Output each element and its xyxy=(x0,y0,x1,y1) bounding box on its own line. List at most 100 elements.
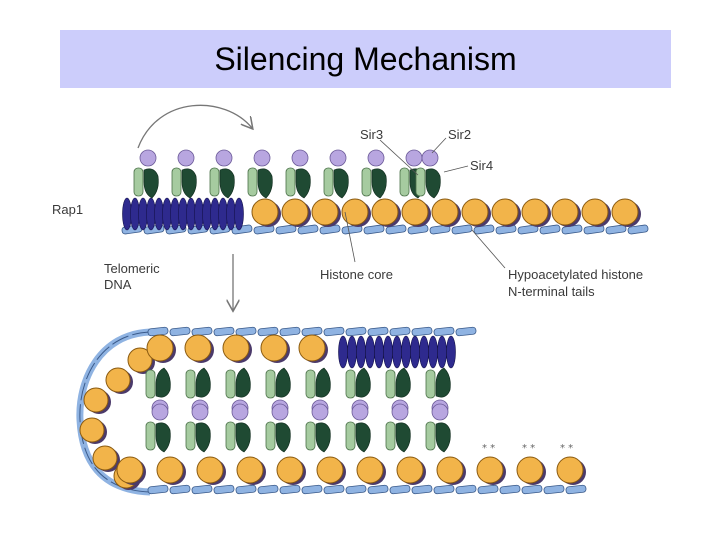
sir3-protein xyxy=(405,149,423,167)
dna-segment xyxy=(433,484,455,495)
dna-segment xyxy=(301,484,323,495)
dna-segment xyxy=(297,224,319,235)
histone-core xyxy=(260,334,288,362)
telomeric-dna-label-line1: Telomeric xyxy=(104,261,160,276)
acetylation-marks: * ** ** * xyxy=(482,443,573,454)
histone-core xyxy=(146,334,174,362)
sir-complex-row-top xyxy=(133,149,441,199)
curved-arrow-icon xyxy=(137,104,252,149)
histone-core xyxy=(92,445,118,471)
histone-core-label: Histone core xyxy=(320,267,393,282)
rap1-protein xyxy=(186,197,196,231)
sir3-protein xyxy=(191,403,209,421)
sir2-protein xyxy=(133,167,144,197)
sir4-protein xyxy=(257,168,273,199)
rap1-protein xyxy=(170,197,180,231)
dna-segment xyxy=(257,326,279,337)
dna-segment xyxy=(169,326,191,337)
sir-complex-rows-bottom xyxy=(145,367,451,453)
dna-segment xyxy=(345,326,367,337)
rap1-protein xyxy=(410,335,420,369)
dna-segment xyxy=(433,326,455,337)
sir2-protein xyxy=(265,369,276,399)
dna-segment xyxy=(473,224,495,235)
histone-core xyxy=(401,198,429,226)
histone-core xyxy=(551,198,579,226)
sir3-protein xyxy=(271,403,289,421)
histone-core xyxy=(556,456,584,484)
histone-core xyxy=(298,334,326,362)
sir4-protein xyxy=(143,168,159,199)
dna-segment xyxy=(565,484,587,495)
sir2-protein xyxy=(323,167,334,197)
sir2-protein xyxy=(425,369,436,399)
sir3-protein xyxy=(215,149,233,167)
dna-segment xyxy=(411,484,433,495)
sir2-protein xyxy=(209,167,220,197)
sir3-protein xyxy=(391,403,409,421)
sir2-protein xyxy=(425,421,436,451)
sir4-label: Sir4 xyxy=(470,158,493,173)
histone-core xyxy=(491,198,519,226)
rap1-protein xyxy=(419,335,429,369)
rap1-row-bottom xyxy=(338,335,456,369)
dna-segment xyxy=(257,484,279,495)
dna-segment xyxy=(213,326,235,337)
sir4-protein xyxy=(275,422,291,453)
sir2-protein xyxy=(247,167,258,197)
dna-segment xyxy=(455,484,477,495)
rap1-protein xyxy=(347,335,357,369)
sir2-protein xyxy=(399,167,410,197)
acetylation-mark: * * xyxy=(522,443,535,454)
histone-core xyxy=(105,367,131,393)
histone-core xyxy=(581,198,609,226)
rap1-protein xyxy=(401,335,411,369)
sir2-protein xyxy=(285,167,296,197)
sir2-protein xyxy=(225,369,236,399)
histone-core xyxy=(251,198,279,226)
dna-segment xyxy=(477,484,499,495)
rap1-protein xyxy=(194,197,204,231)
sir4-protein xyxy=(435,367,451,398)
histone-core xyxy=(516,456,544,484)
sir4-protein xyxy=(425,168,441,199)
title-bar: Silencing Mechanism xyxy=(60,30,671,88)
histone-core xyxy=(281,198,309,226)
histone-core xyxy=(156,456,184,484)
sir4-protein xyxy=(155,422,171,453)
histone-core xyxy=(127,347,153,373)
sir2-protein xyxy=(415,167,426,197)
dna-segment xyxy=(429,224,451,235)
sir4-protein xyxy=(235,422,251,453)
rap1-row-top xyxy=(122,197,244,231)
histone-core xyxy=(461,198,489,226)
rap1-protein xyxy=(234,197,244,231)
sir3-protein xyxy=(291,149,309,167)
dna-segment xyxy=(191,484,213,495)
dna-segment xyxy=(367,326,389,337)
rap1-protein xyxy=(338,335,348,369)
sir4-protein xyxy=(235,367,251,398)
hypoacetylated-label-line2: N-terminal tails xyxy=(508,284,595,299)
telomeric-dna-label-line2: DNA xyxy=(104,277,132,292)
dna-segment xyxy=(389,326,411,337)
histone-row-top xyxy=(251,198,641,227)
dna-segment xyxy=(543,484,565,495)
sir3-protein xyxy=(231,403,249,421)
sir2-protein xyxy=(145,421,156,451)
sir2-protein xyxy=(265,421,276,451)
sir4-protein xyxy=(333,168,349,199)
rap1-protein xyxy=(122,197,132,231)
rap1-protein xyxy=(446,335,456,369)
sir3-protein xyxy=(177,149,195,167)
sir4-protein xyxy=(371,168,387,199)
sir4-leader-line xyxy=(443,165,469,173)
sir4-protein xyxy=(195,367,211,398)
dna-segment xyxy=(279,484,301,495)
dna-segment xyxy=(345,484,367,495)
histone-core xyxy=(356,456,384,484)
histone-core-leader-line xyxy=(344,211,356,263)
sir4-protein xyxy=(395,422,411,453)
sir3-leader-line xyxy=(379,139,419,176)
rap1-protein xyxy=(178,197,188,231)
